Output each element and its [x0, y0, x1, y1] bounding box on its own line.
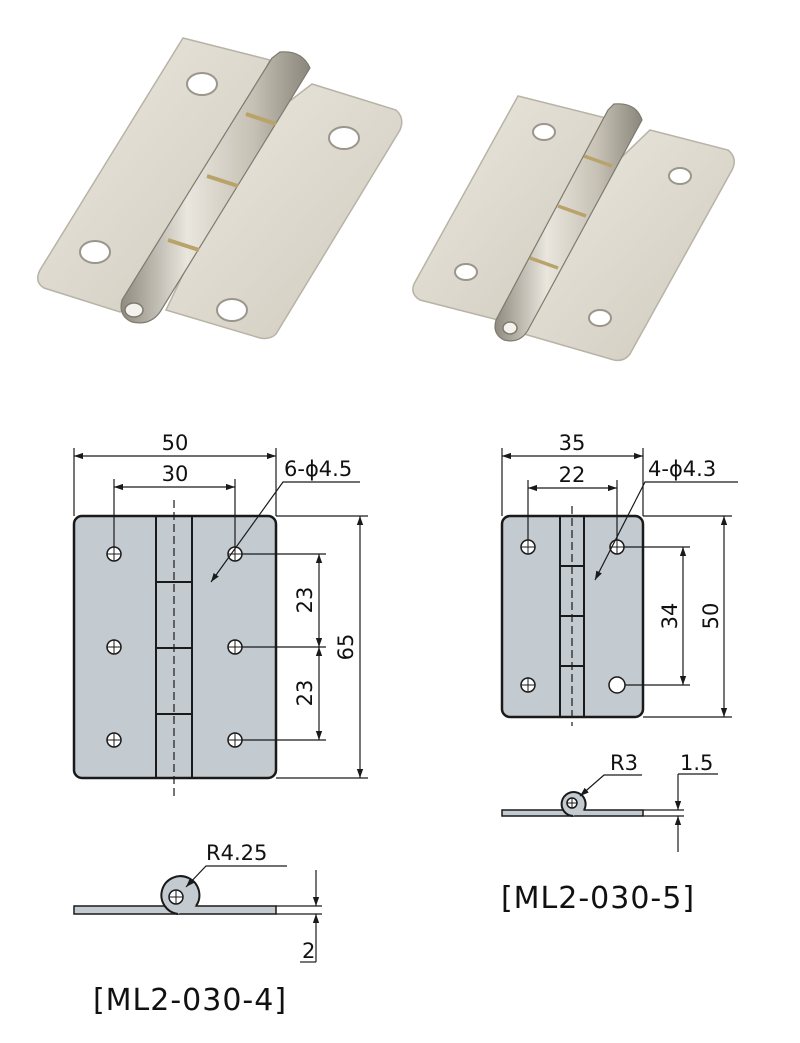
side-view-ml2-030-5 [501, 773, 718, 852]
mount-hole [668, 167, 692, 185]
dim-thickness: 1.5 [680, 751, 713, 775]
pin-end [502, 321, 518, 335]
mount-hole [79, 240, 111, 264]
mount-hole [520, 539, 536, 555]
dim-overall-width: 35 [559, 431, 586, 455]
barrel-joint [529, 256, 559, 270]
barrel-joint [557, 204, 587, 218]
dim-knuckle-radius: R3 [610, 751, 638, 775]
side-view-ml2-030-4 [73, 865, 322, 963]
front-view-ml2-030-5 [500, 448, 738, 726]
dim-overall-height: 50 [699, 603, 723, 630]
barrel-joint [167, 238, 200, 252]
model-code-ml2-030-4: [ML2-030-4] [93, 983, 287, 1018]
dim-hole-spacing: 22 [559, 463, 586, 487]
mount-hole [454, 263, 478, 281]
mount-hole [106, 732, 122, 748]
mount-hole [216, 298, 248, 322]
dim-thickness: 2 [302, 939, 315, 963]
leader-line [185, 865, 287, 888]
mount-hole [227, 732, 243, 748]
dim-hole-callout: 6-ϕ4.5 [284, 457, 352, 481]
mount-hole [328, 126, 360, 150]
hinge-leaf [522, 129, 735, 362]
mount-hole [106, 546, 122, 562]
dim-hole-pitch: 34 [658, 603, 682, 630]
dim-hole-spacing: 30 [162, 462, 189, 486]
model-code-ml2-030-5: [ML2-030-5] [501, 881, 695, 916]
barrel-joint [583, 154, 613, 168]
leader-line [594, 481, 738, 581]
barrel-joint [206, 174, 239, 188]
leader-line [579, 774, 642, 797]
dimension-labels-ml2-030-5: 35 22 4-ϕ4.3 34 50 [559, 431, 723, 629]
front-view-ml2-030-4 [72, 448, 368, 796]
dim-overall-width: 50 [162, 431, 189, 455]
dim-knuckle-radius: R4.25 [206, 841, 267, 865]
mount-hole [106, 639, 122, 655]
mount-hole [532, 123, 556, 141]
leader-line [210, 481, 360, 583]
mount-hole [608, 676, 626, 694]
dim-overall-height: 65 [334, 634, 358, 661]
barrel-joint [245, 112, 277, 126]
dimension-labels-ml2-030-4: 50 30 6-ϕ4.5 23 23 65 [162, 431, 358, 706]
hinge-photo-large [37, 37, 403, 340]
pin-end [124, 302, 144, 318]
mount-hole [588, 309, 612, 327]
mount-hole [520, 677, 536, 693]
dim-hole-pitch-1: 23 [293, 587, 317, 614]
mount-hole [186, 72, 218, 96]
hinge-photo-small [412, 95, 735, 362]
mount-hole [227, 639, 243, 655]
dim-hole-callout: 4-ϕ4.3 [648, 457, 716, 481]
dim-hole-pitch-2: 23 [293, 680, 317, 707]
